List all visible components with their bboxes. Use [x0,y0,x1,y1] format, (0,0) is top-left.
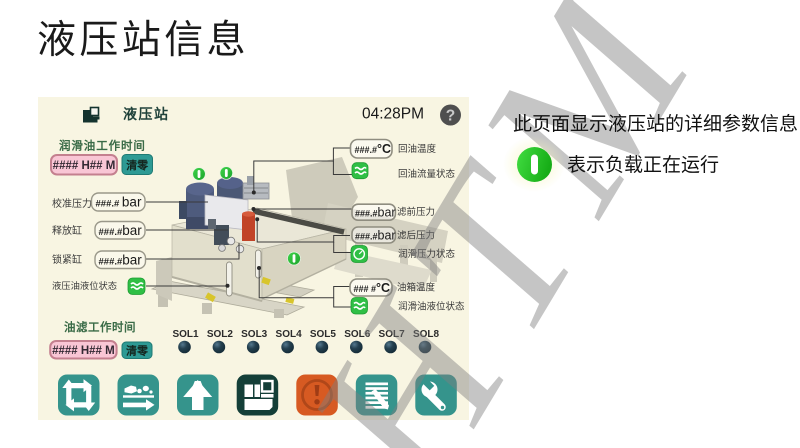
svg-text:?: ? [446,108,455,125]
svg-text:SOL6: SOL6 [344,329,371,340]
svg-text:液压油液位状态: 液压油液位状态 [52,280,117,291]
svg-text:###.#bar: ###.#bar [355,206,396,220]
svg-text:清零: 清零 [126,158,149,172]
svg-text:SOL8: SOL8 [413,329,440,340]
svg-text:SOL1: SOL1 [172,329,199,340]
svg-text:###.# bar: ###.# bar [96,195,142,210]
svg-text:04:28PM: 04:28PM [362,106,424,123]
svg-text:润滑油液位状态: 润滑油液位状态 [398,301,465,313]
svg-text:SOL4: SOL4 [276,329,303,340]
svg-text:锁紧缸: 锁紧缸 [52,253,82,266]
svg-text:###.#°C: ###.#°C [355,142,392,156]
svg-text:SOL7: SOL7 [379,329,406,340]
svg-text:释放缸: 释放缸 [52,224,82,237]
svg-text:###.#bar: ###.#bar [99,223,143,238]
svg-text:液压站: 液压站 [123,106,170,122]
svg-text:润滑油工作时间: 润滑油工作时间 [59,139,146,153]
svg-text:SOL3: SOL3 [241,329,268,340]
svg-text:校准压力: 校准压力 [52,197,92,210]
svg-text:#### H## M: #### H## M [53,160,116,172]
svg-text:滤前压力: 滤前压力 [397,206,435,218]
svg-text:滤后压力: 滤后压力 [397,230,435,242]
svg-text:###.#bar: ###.#bar [355,229,396,243]
svg-text:SOL5: SOL5 [310,329,337,340]
svg-text:回油流量状态: 回油流量状态 [398,168,456,180]
svg-text:###.#bar: ###.#bar [99,253,143,268]
svg-text:油箱温度: 油箱温度 [397,282,436,294]
svg-text:SOL2: SOL2 [207,329,234,340]
svg-text:#### H## M: #### H## M [52,345,115,357]
svg-text:### #°C: ### #°C [354,281,391,295]
svg-text:回油温度: 回油温度 [398,143,437,155]
svg-text:清零: 清零 [126,344,149,358]
svg-text:油滤工作时间: 油滤工作时间 [64,320,136,334]
svg-text:润滑压力状态: 润滑压力状态 [398,248,456,260]
